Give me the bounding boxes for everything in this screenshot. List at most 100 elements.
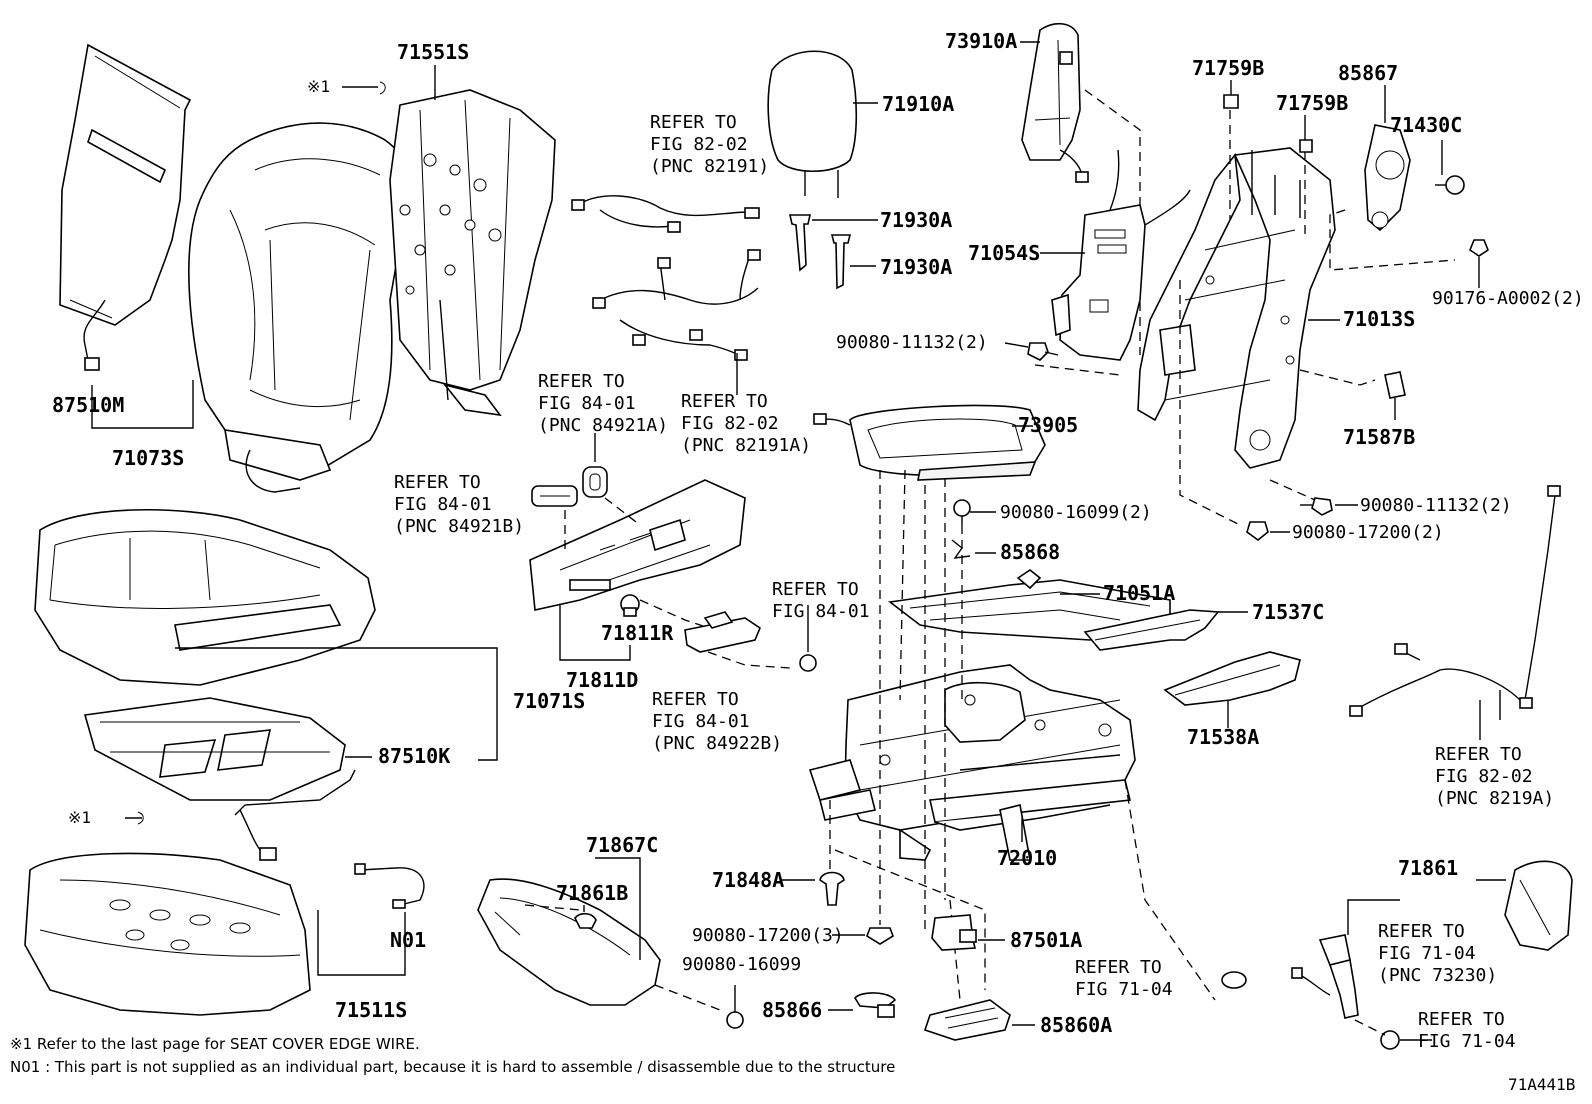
harness-8219A bbox=[1349, 485, 1561, 740]
pad-71759B-1 bbox=[1223, 94, 1239, 109]
airbag-73910A bbox=[1021, 22, 1089, 183]
label-note1-b: ※1 bbox=[68, 808, 91, 827]
switch-84921A bbox=[582, 466, 608, 498]
svg-text:REFER TO: REFER TO bbox=[538, 371, 625, 392]
svg-text:(PNC 8219A): (PNC 8219A) bbox=[1435, 788, 1554, 809]
ref-8401: REFER TO FIG 84-01 bbox=[772, 579, 870, 622]
svg-text:(PNC 84922B): (PNC 84922B) bbox=[652, 733, 782, 754]
ecu-87501A bbox=[931, 914, 977, 951]
label-71811D: 71811D bbox=[566, 668, 638, 692]
bolt-90080-16099 bbox=[726, 985, 744, 1029]
label-90080-17200-2: 90080-17200(2) bbox=[1292, 522, 1444, 543]
cushion-heater-87510K bbox=[83, 697, 356, 861]
ref-84922B: REFER TO FIG 84-01 (PNC 84922B) bbox=[652, 689, 782, 754]
svg-text:REFER TO: REFER TO bbox=[650, 112, 737, 133]
harness-N01 bbox=[354, 863, 425, 909]
svg-text:FIG 84-01: FIG 84-01 bbox=[772, 601, 870, 622]
shield-71867C bbox=[477, 878, 661, 1006]
svg-text:REFER TO: REFER TO bbox=[394, 472, 481, 493]
label-87501A: 87501A bbox=[1010, 928, 1082, 952]
side-shield-71811D bbox=[529, 479, 746, 611]
cushion-mat-71051A bbox=[888, 569, 1171, 641]
label-90080-17200-3: 90080-17200(3) bbox=[692, 925, 844, 946]
label-note1-a: ※1 bbox=[307, 77, 330, 96]
seatback-pad-71551S bbox=[389, 89, 556, 417]
harness-82191 bbox=[571, 195, 760, 233]
svg-text:FIG 82-02: FIG 82-02 bbox=[650, 134, 748, 155]
svg-text:(PNC 84921A): (PNC 84921A) bbox=[538, 415, 668, 436]
label-71861B: 71861B bbox=[556, 881, 628, 905]
label-71759B-2: 71759B bbox=[1276, 91, 1348, 115]
label-90080-11132-a: 90080-11132(2) bbox=[836, 332, 988, 353]
label-71861: 71861 bbox=[1398, 856, 1458, 880]
label-90176-A0002: 90176-A0002(2) bbox=[1432, 288, 1584, 309]
label-71013S: 71013S bbox=[1343, 307, 1415, 331]
cover-71861 bbox=[1504, 860, 1573, 951]
seatbelt-buckle-73230 bbox=[1291, 934, 1359, 1019]
ref-82191A: REFER TO FIG 82-02 (PNC 82191A) bbox=[681, 391, 811, 456]
svg-text:(PNC 84921B): (PNC 84921B) bbox=[394, 516, 524, 537]
svg-text:REFER TO: REFER TO bbox=[1075, 957, 1162, 978]
label-71071S: 71071S bbox=[513, 689, 585, 713]
label-71587B: 71587B bbox=[1343, 425, 1415, 449]
svg-text:FIG 71-04: FIG 71-04 bbox=[1075, 979, 1173, 1000]
seatback-heater-87510M bbox=[59, 43, 192, 371]
switch-84921B bbox=[531, 485, 578, 507]
cover-85866 bbox=[854, 992, 897, 1018]
label-72010: 72010 bbox=[997, 846, 1057, 870]
svg-text:FIG 84-01: FIG 84-01 bbox=[538, 393, 636, 414]
nut-7104b bbox=[1380, 1030, 1400, 1050]
svg-text:REFER TO: REFER TO bbox=[1435, 744, 1522, 765]
clip-85868 bbox=[951, 539, 971, 559]
ref-84921A: REFER TO FIG 84-01 (PNC 84921A) bbox=[538, 371, 668, 436]
cushion-cover-71071S bbox=[34, 509, 376, 686]
nut-90080-17200-2 bbox=[1246, 521, 1269, 542]
label-71811R: 71811R bbox=[601, 621, 674, 645]
svg-text:(PNC 82191): (PNC 82191) bbox=[650, 156, 769, 177]
nut-90176 bbox=[1469, 239, 1489, 257]
label-71930A-1: 71930A bbox=[880, 208, 952, 232]
label-71511S: 71511S bbox=[335, 998, 407, 1022]
ref-7104a: REFER TO FIG 71-04 bbox=[1075, 957, 1173, 1000]
svg-text:REFER TO: REFER TO bbox=[681, 391, 768, 412]
track-cover-71538A bbox=[1163, 651, 1301, 706]
footnote-1: ※1 Refer to the last page for SEAT COVER… bbox=[10, 1035, 420, 1053]
bolt-90080-11132-a bbox=[1027, 342, 1059, 361]
diagram-id: 71A441B bbox=[1508, 1075, 1575, 1094]
svg-text:FIG 71-04: FIG 71-04 bbox=[1418, 1031, 1516, 1052]
occupant-sensor-73905 bbox=[813, 404, 1046, 481]
label-73905: 73905 bbox=[1018, 413, 1078, 437]
bolt-90080-16099-2 bbox=[953, 499, 971, 525]
lumbar-71054S bbox=[1051, 149, 1191, 361]
track-cover-71537C bbox=[1083, 609, 1220, 651]
headrest-71910A bbox=[767, 50, 858, 198]
svg-text:(PNC 73230): (PNC 73230) bbox=[1378, 965, 1497, 986]
svg-text:FIG 82-02: FIG 82-02 bbox=[681, 413, 779, 434]
label-71759B-1: 71759B bbox=[1192, 56, 1264, 80]
speaker-85867 bbox=[1364, 124, 1411, 232]
ref-82191: REFER TO FIG 82-02 (PNC 82191) bbox=[650, 112, 769, 177]
headrest-guide-71930A bbox=[789, 214, 852, 290]
label-87510K: 87510K bbox=[378, 744, 450, 768]
label-71430C: 71430C bbox=[1390, 113, 1462, 137]
label-90080-16099-2: 90080-16099(2) bbox=[1000, 502, 1152, 523]
label-85868: 85868 bbox=[1000, 540, 1060, 564]
svg-text:REFER TO: REFER TO bbox=[1378, 921, 1465, 942]
clip-71848A bbox=[819, 871, 845, 906]
bolt-71430C bbox=[1435, 175, 1465, 195]
washer-7104a bbox=[1221, 971, 1247, 989]
label-71054S: 71054S bbox=[968, 241, 1040, 265]
label-71551S: 71551S bbox=[397, 40, 469, 64]
pad-71759B-2 bbox=[1299, 139, 1313, 153]
svg-text:REFER TO: REFER TO bbox=[772, 579, 859, 600]
switch-84922B bbox=[684, 611, 761, 653]
label-71848A: 71848A bbox=[712, 868, 784, 892]
svg-text:FIG 82-02: FIG 82-02 bbox=[1435, 766, 1533, 787]
seat-track-frame-72010 bbox=[808, 664, 1136, 861]
svg-text:FIG 71-04: FIG 71-04 bbox=[1378, 943, 1476, 964]
ref-8219A: REFER TO FIG 82-02 (PNC 8219A) bbox=[1435, 744, 1554, 809]
clip-71861B bbox=[574, 912, 597, 929]
label-73910A: 73910A bbox=[945, 29, 1017, 53]
